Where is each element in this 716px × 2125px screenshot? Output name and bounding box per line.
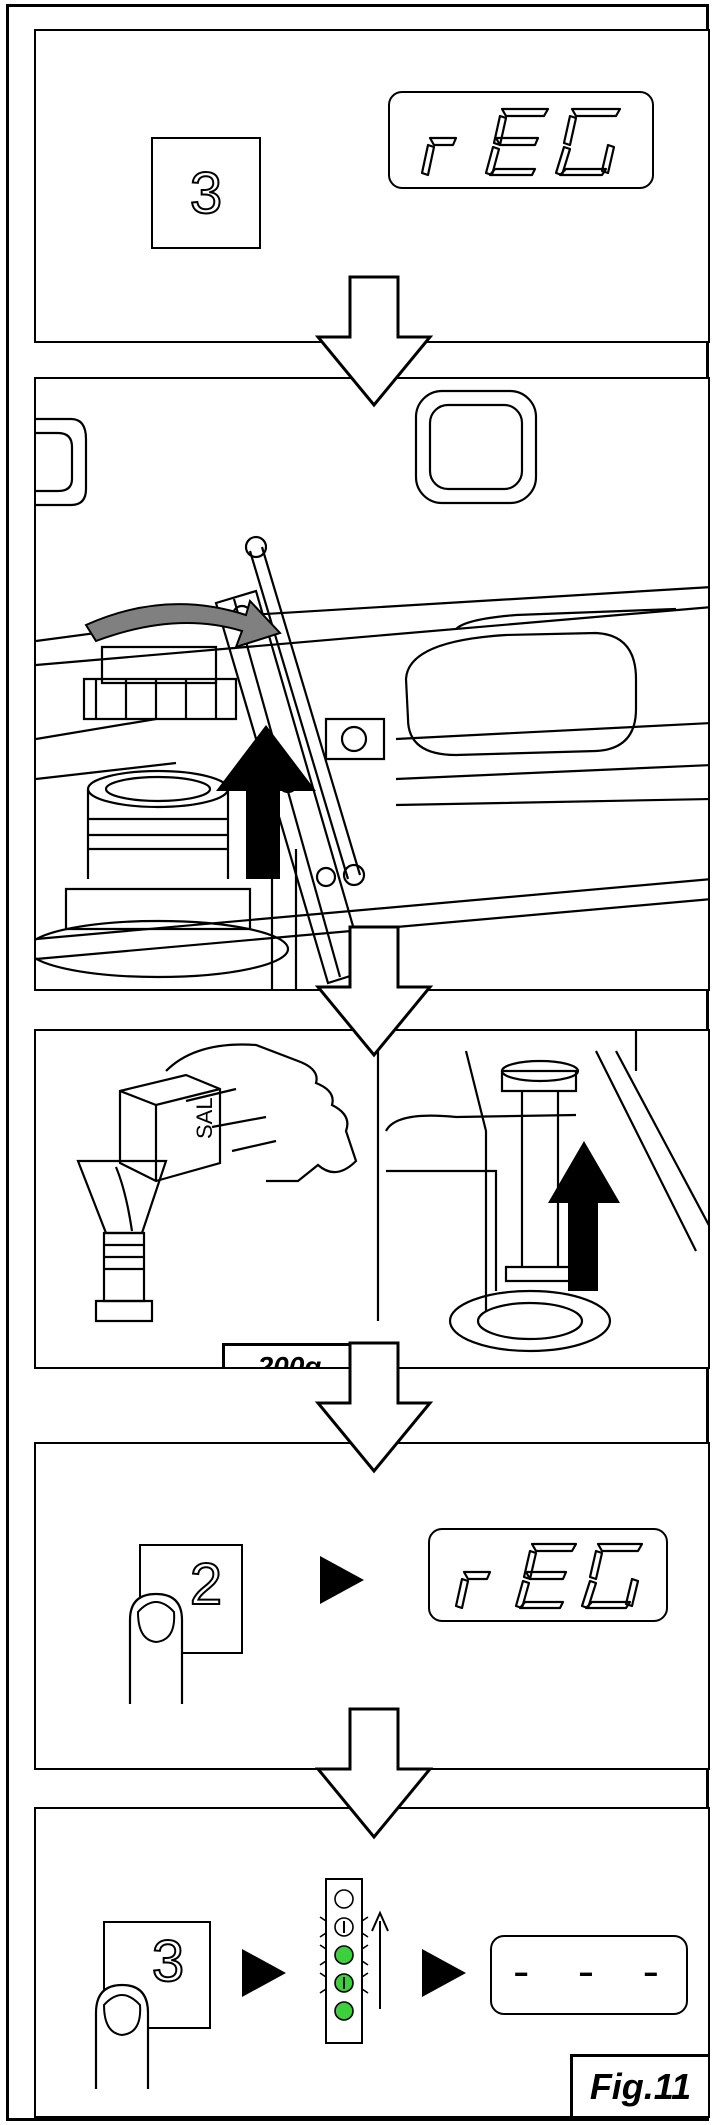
step-3-panel: SAL 200g bbox=[34, 1029, 710, 1369]
salt-box-label: SAL bbox=[192, 1097, 217, 1139]
next-arrow bbox=[422, 1949, 466, 1997]
down-arrow-3 bbox=[314, 1341, 434, 1474]
rotate-arrow bbox=[84, 599, 282, 649]
next-arrow bbox=[242, 1949, 286, 1997]
down-arrow-4 bbox=[314, 1707, 434, 1840]
figure-label: Fig.11 bbox=[570, 2054, 708, 2116]
remove-cap-illustration bbox=[36, 389, 708, 989]
salt-amount-label: 200g bbox=[222, 1343, 357, 1367]
button-3: 3 bbox=[151, 137, 261, 249]
salt-refill-illustration: SAL bbox=[76, 1031, 708, 1353]
led-column bbox=[319, 1878, 389, 2044]
button-number: 3 bbox=[189, 160, 223, 227]
segment-display bbox=[388, 91, 654, 189]
seven-segment-reg bbox=[454, 1542, 644, 1610]
segment-display: - - - bbox=[490, 1935, 688, 2015]
next-arrow bbox=[320, 1556, 364, 1604]
seven-segment-reg bbox=[420, 107, 622, 177]
down-arrow-1 bbox=[314, 275, 434, 408]
button-number: 3 bbox=[151, 1928, 185, 1995]
step-5-panel: 3 - - - Fig.11 bbox=[34, 1807, 710, 2118]
finger-press-4 bbox=[128, 1592, 184, 1704]
finger-press-5 bbox=[94, 1983, 150, 2089]
step-2-panel bbox=[34, 377, 710, 991]
segment-display bbox=[428, 1528, 668, 1622]
figure-frame: 3 bbox=[6, 4, 710, 2121]
down-arrow-2 bbox=[314, 925, 434, 1058]
button-number: 2 bbox=[189, 1551, 223, 1618]
display-dashes: - - - bbox=[507, 1950, 671, 2000]
